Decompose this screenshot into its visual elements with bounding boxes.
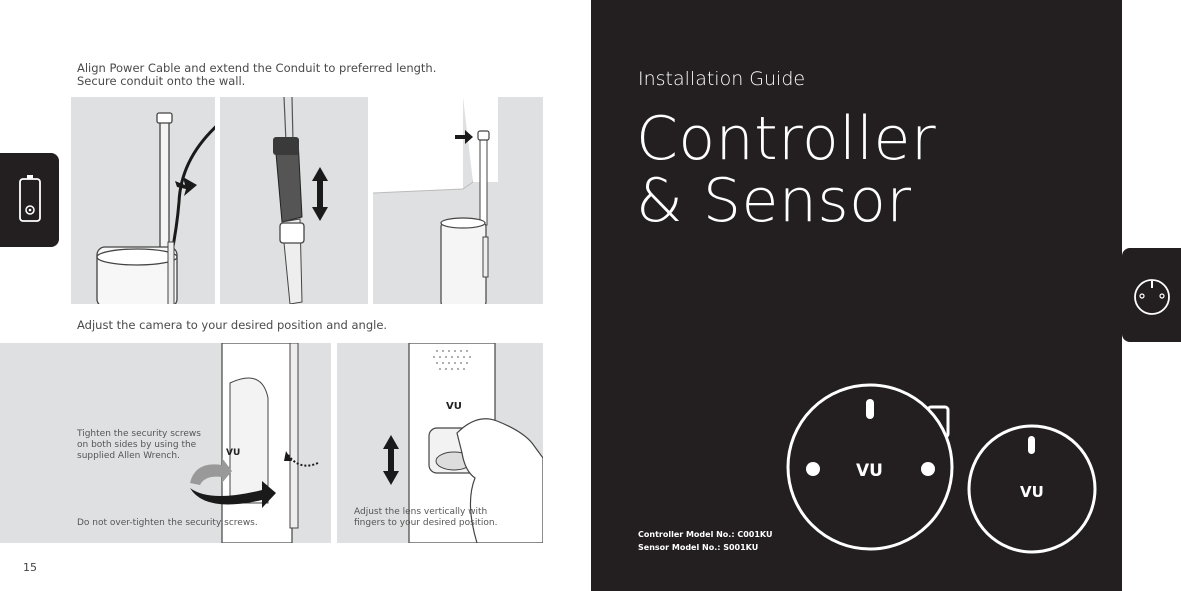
step-caption-conduit: Align Power Cable and extend the Conduit…	[77, 61, 437, 88]
arrow-icon	[455, 130, 473, 144]
svg-text:VU: VU	[1020, 483, 1044, 501]
illustration-panel-1	[71, 97, 215, 304]
note-lens-adjust: Adjust the lens vertically with fingers …	[354, 507, 498, 528]
note-tighten-screws: Tighten the security screws on both side…	[77, 429, 201, 461]
sensor-model-number: Sensor Model No.: S001KU	[638, 543, 759, 552]
page-title: Controller & Sensor	[636, 104, 937, 236]
illustration-panel-4: VU	[0, 343, 331, 543]
svg-text:VU: VU	[446, 401, 462, 412]
controller-device-icon	[786, 383, 954, 551]
rotate-arrow-icon	[190, 481, 276, 508]
lens-adjust-illustration: VU	[383, 343, 543, 543]
left-page: Align Power Cable and extend the Conduit…	[0, 61, 543, 574]
svg-text:VU: VU	[856, 461, 883, 481]
illustration-panel-5: VU	[337, 343, 543, 543]
arrow-icon	[175, 177, 197, 196]
double-arrow-icon	[312, 167, 328, 221]
camera-screw-illustration: VU	[190, 343, 319, 543]
svg-text:VU: VU	[226, 448, 240, 458]
controller-device-icon	[19, 175, 41, 222]
illustration-panel-3	[373, 97, 543, 304]
sensor-device-icon	[967, 424, 1097, 554]
side-tab-controller	[0, 153, 59, 247]
conduit-extend-illustration	[273, 97, 328, 304]
side-tab-sensor	[1122, 248, 1181, 342]
note-overtighten: Do not over-tighten the security screws.	[77, 518, 258, 528]
step-caption-adjust: Adjust the camera to your desired positi…	[77, 318, 388, 332]
subtitle: Installation Guide	[638, 68, 806, 90]
controller-model-number: Controller Model No.: C001KU	[638, 530, 773, 539]
sensor-device-icon	[1134, 279, 1170, 315]
conduit-mount-illustration	[373, 97, 498, 304]
rotate-arrow-icon	[190, 458, 232, 485]
conduit-cable-illustration	[96, 112, 215, 304]
cover-page: VU VU	[591, 0, 1122, 591]
illustration-panel-2	[220, 97, 368, 304]
double-arrow-icon	[383, 435, 399, 485]
page-number: 15	[23, 561, 37, 574]
devices-illustration: VU VU	[786, 383, 1097, 554]
